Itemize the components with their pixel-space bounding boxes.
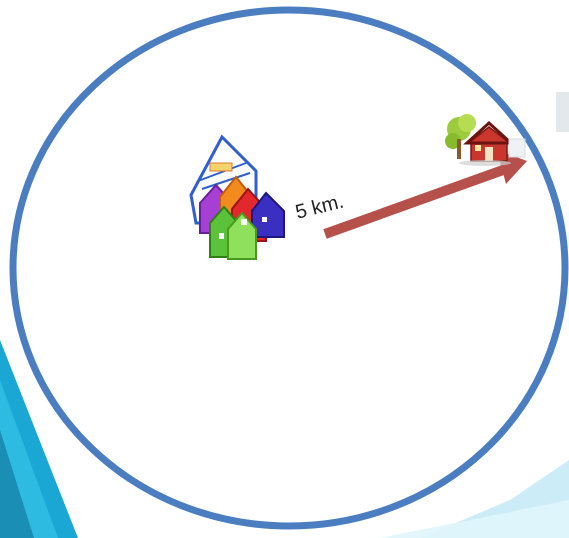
radius-circle [13, 10, 565, 526]
colorful-village-houses-icon [191, 137, 284, 259]
